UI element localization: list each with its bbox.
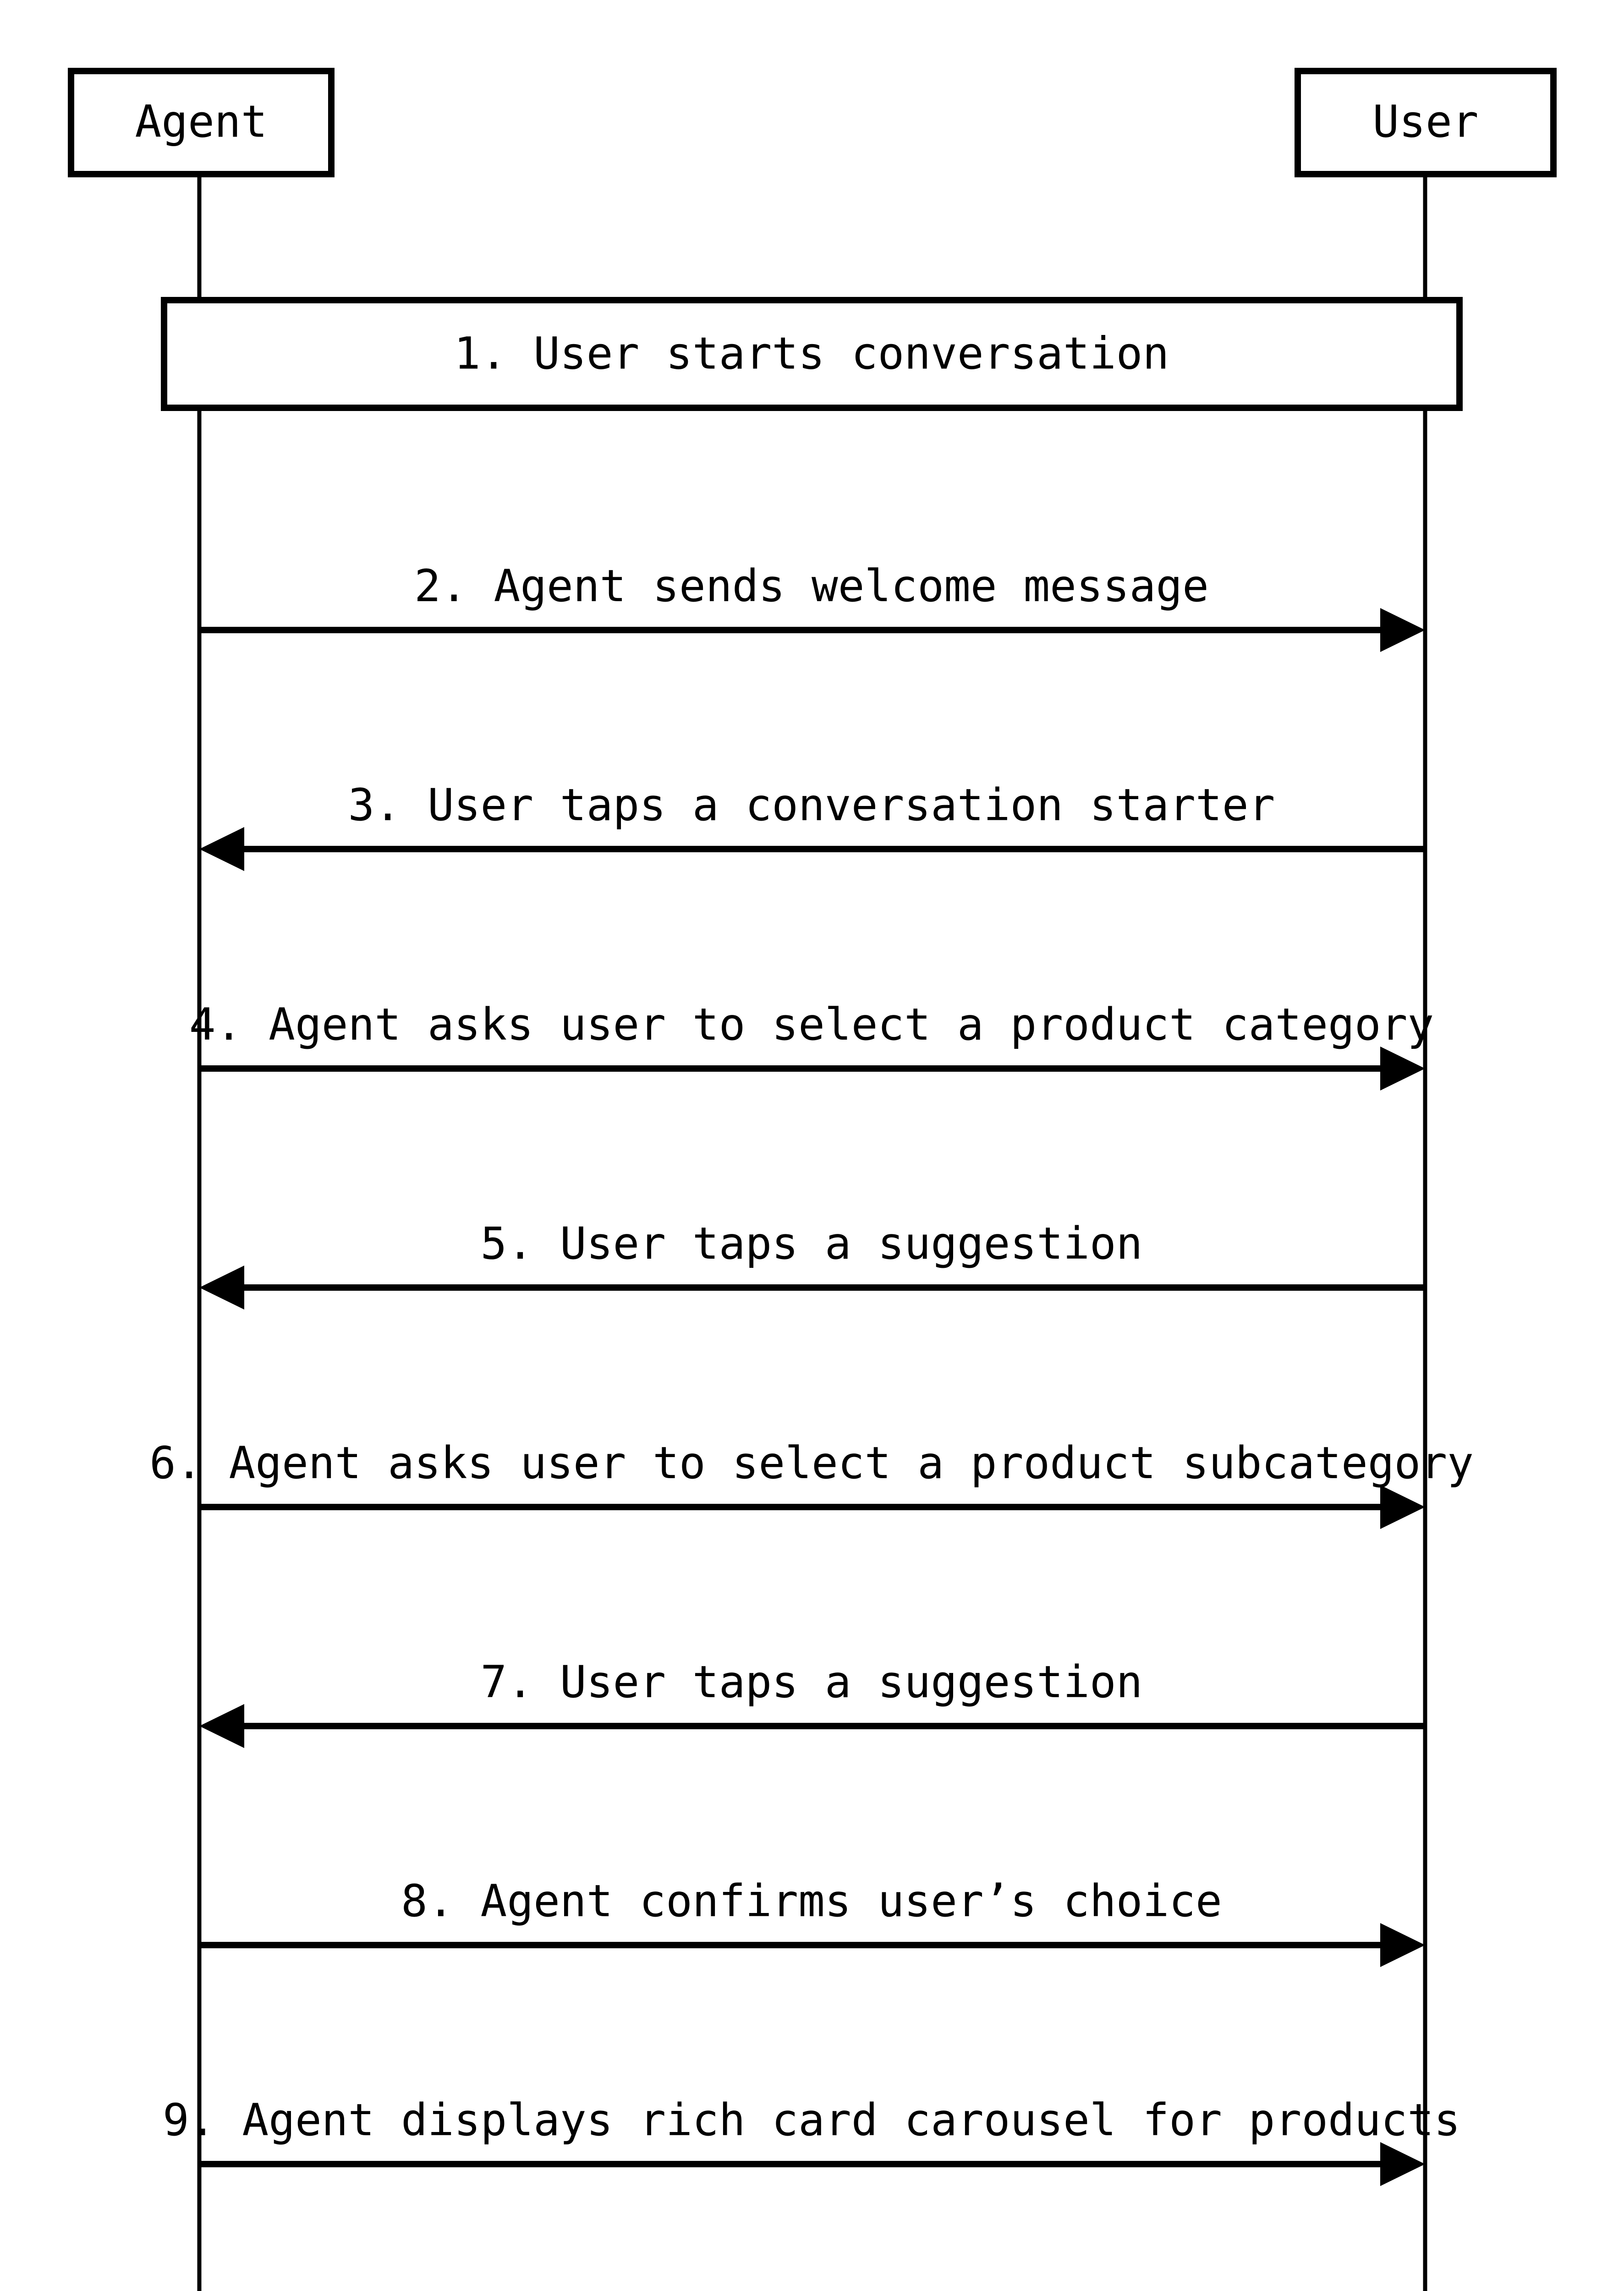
message-label-2: 2. Agent sends welcome message: [414, 560, 1209, 612]
arrowhead-right-4: [1380, 1047, 1425, 1091]
arrowhead-right-8: [1380, 1923, 1425, 1967]
message-label-4: 4. Agent asks user to select a product c…: [189, 999, 1434, 1050]
message-label-6: 6. Agent asks user to select a product s…: [149, 1437, 1474, 1489]
message-2[interactable]: 2. Agent sends welcome message: [199, 560, 1425, 652]
message-6[interactable]: 6. Agent asks user to select a product s…: [149, 1437, 1474, 1529]
message-label-9: 9. Agent displays rich card carousel for…: [163, 2094, 1460, 2146]
participant-label-user-top: User: [1372, 96, 1478, 147]
arrowhead-right-6: [1380, 1485, 1425, 1529]
arrowhead-right-2: [1380, 608, 1425, 652]
message-label-3: 3. User taps a conversation starter: [348, 779, 1275, 831]
message-5[interactable]: 5. User taps a suggestion: [199, 1218, 1425, 1310]
note-box-1[interactable]: [161, 297, 1463, 411]
message-8[interactable]: 8. Agent confirms user’s choice: [199, 1875, 1425, 1967]
arrowhead-left-7: [199, 1704, 244, 1748]
message-4[interactable]: 4. Agent asks user to select a product c…: [189, 999, 1434, 1091]
note-1[interactable]: 1. User starts conversation: [161, 297, 1463, 411]
arrowhead-left-5: [199, 1266, 244, 1310]
message-label-8: 8. Agent confirms user’s choice: [401, 1875, 1222, 1927]
participant-label-agent-top: Agent: [135, 96, 268, 147]
message-7[interactable]: 7. User taps a suggestion: [199, 1656, 1425, 1748]
message-3[interactable]: 3. User taps a conversation starter: [199, 779, 1425, 871]
participant-header-user[interactable]: User: [1295, 68, 1557, 177]
participant-box-user-top[interactable]: [1295, 68, 1557, 177]
message-9[interactable]: 9. Agent displays rich card carousel for…: [163, 2094, 1460, 2186]
participant-box-agent-top[interactable]: [68, 68, 335, 177]
arrowhead-left-3: [199, 827, 244, 871]
lifelines: [197, 174, 1427, 2291]
message-label-5: 5. User taps a suggestion: [481, 1218, 1143, 1269]
message-label-7: 7. User taps a suggestion: [481, 1656, 1143, 1708]
arrowhead-right-9: [1380, 2142, 1425, 2186]
note-label-1: 1. User starts conversation: [454, 328, 1169, 379]
participant-header-agent[interactable]: Agent: [68, 68, 335, 177]
